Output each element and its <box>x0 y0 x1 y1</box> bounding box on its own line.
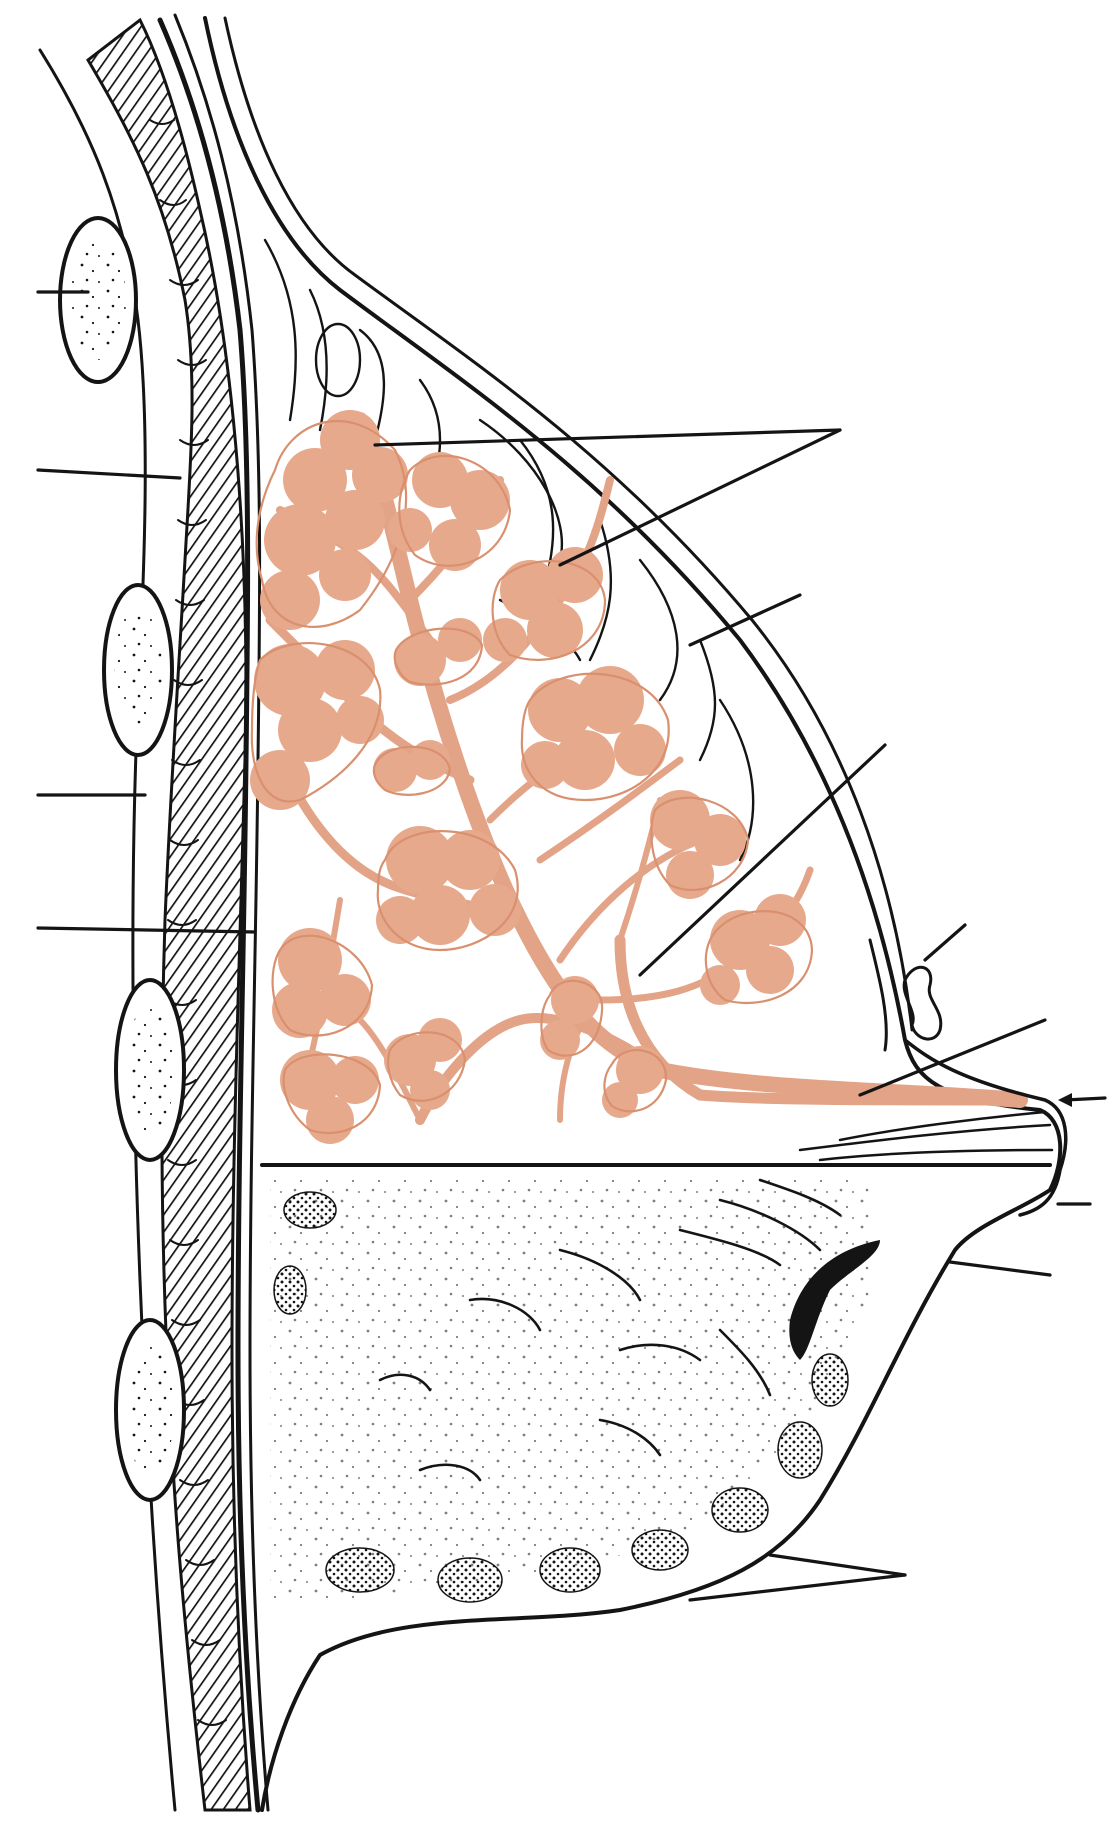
fat-speckle-field <box>270 1180 870 1600</box>
fat-lobule-clusters <box>273 1191 849 1603</box>
leader-line-lobules <box>373 428 842 567</box>
lobule-cluster <box>255 410 408 630</box>
rib <box>58 216 138 384</box>
adipose-region <box>270 1178 870 1603</box>
lobule-cluster <box>372 740 452 796</box>
leader-line-deep-fascia <box>36 926 257 934</box>
chest-wall <box>38 13 270 1813</box>
lobule-cluster <box>393 618 484 686</box>
lobule-cluster <box>602 1046 668 1118</box>
areolar-gland <box>902 966 943 1041</box>
ribs <box>58 216 186 1502</box>
deep-fascia-line <box>173 13 270 1812</box>
lobule-cluster <box>376 826 521 952</box>
lobule-cluster <box>540 976 604 1060</box>
nipple-ducts <box>798 1110 1054 1162</box>
lobule-cluster <box>650 790 750 899</box>
lobule-cluster <box>271 928 374 1038</box>
skin-outline <box>203 16 1063 1812</box>
leader-line-lactiferous-duct <box>638 743 887 977</box>
lobule-cluster <box>280 1050 382 1144</box>
lobule-cluster <box>250 640 384 810</box>
leader-line-suspensory-ligaments <box>688 593 802 647</box>
rib <box>114 978 186 1162</box>
nipple <box>903 1038 1068 1217</box>
lobule-cluster <box>388 452 512 571</box>
rib <box>114 1318 186 1502</box>
leader-line-lactiferous-sinus <box>858 1018 1047 1097</box>
pectoral-muscle-band <box>86 17 252 1812</box>
lobule-cluster <box>483 547 607 662</box>
leader-line-areolar-gland <box>923 923 967 962</box>
leader-lines <box>36 290 1107 1602</box>
muscle-texture <box>149 119 227 1726</box>
subcutaneous-line <box>223 16 914 1032</box>
leader-line-pectoral-muscle <box>36 468 182 480</box>
lobule-cluster <box>520 666 670 802</box>
suspensory-ligament-strands <box>263 238 755 862</box>
lobule-cluster <box>384 1018 467 1110</box>
leader-line-areola-lower <box>948 1260 1052 1277</box>
leader-line-nipple-pore <box>1058 1093 1107 1107</box>
montgomery-tubercle <box>868 938 888 1052</box>
rib <box>102 583 174 757</box>
glandular-tissue <box>250 410 1028 1144</box>
leader-line-fat-lobules <box>688 1553 907 1602</box>
lobule-cluster <box>700 894 814 1005</box>
connective-strokes <box>378 1178 842 1482</box>
lobules <box>250 410 814 1144</box>
breast-outline <box>203 16 1063 1812</box>
inner-fascia-line <box>157 17 261 1813</box>
